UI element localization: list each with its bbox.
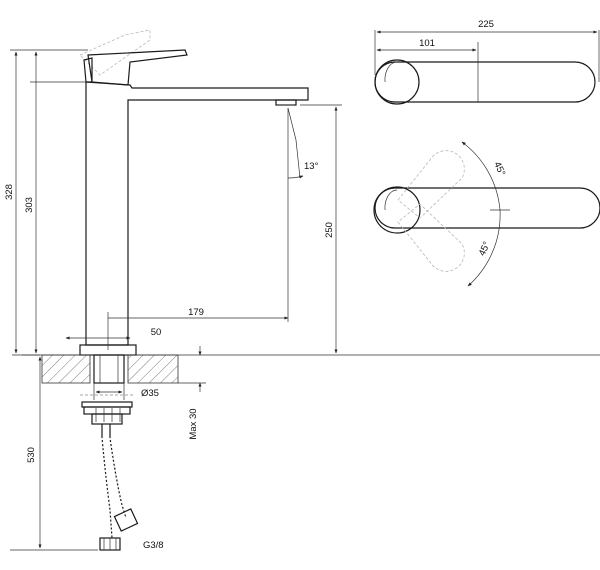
- dim-handle-angle-down: 45°: [477, 240, 493, 258]
- shank: [93, 354, 125, 384]
- aerator: [275, 99, 297, 106]
- dim-max-thickness: Max 30: [188, 408, 199, 439]
- handle-ghost-down: [397, 203, 465, 272]
- hose-fitting-right: [113, 508, 139, 532]
- top-view-cartridge: [374, 59, 420, 105]
- dim-hose-length: 530: [26, 447, 37, 463]
- rotation-view: [373, 141, 600, 287]
- countertop-section: [22, 354, 600, 384]
- dim-height-total: 328: [4, 184, 15, 200]
- dim-shank-diameter: Ø35: [141, 388, 159, 399]
- dim-base-width: 50: [151, 327, 162, 338]
- dim-handle-width: 101: [419, 38, 435, 49]
- dim-handle-angle-up: 45°: [491, 160, 507, 178]
- dim-body-height: 303: [24, 197, 35, 213]
- dimension-labels: 225 101 328 303 250 179 50 Ø35 Max 30 53…: [4, 19, 507, 551]
- mounting-hardware: [80, 394, 134, 425]
- dim-spout-angle: 13°: [304, 161, 319, 172]
- dim-width-total: 225: [478, 19, 494, 30]
- top-view: [374, 30, 600, 105]
- handle-ghost-up: [397, 150, 465, 219]
- lever-handle: [87, 49, 188, 86]
- faucet-body: [85, 81, 309, 346]
- top-view-body: [374, 61, 596, 103]
- dim-spout-height: 250: [324, 222, 335, 238]
- side-dimensions: [10, 49, 342, 551]
- flexible-hoses: [99, 424, 139, 551]
- dim-spout-reach: 179: [188, 307, 204, 318]
- lever-ghost-open: [79, 29, 151, 76]
- dim-hose-thread: G3/8: [143, 540, 164, 551]
- faucet-side-view: [79, 29, 309, 356]
- rotation-view-body: [374, 187, 600, 229]
